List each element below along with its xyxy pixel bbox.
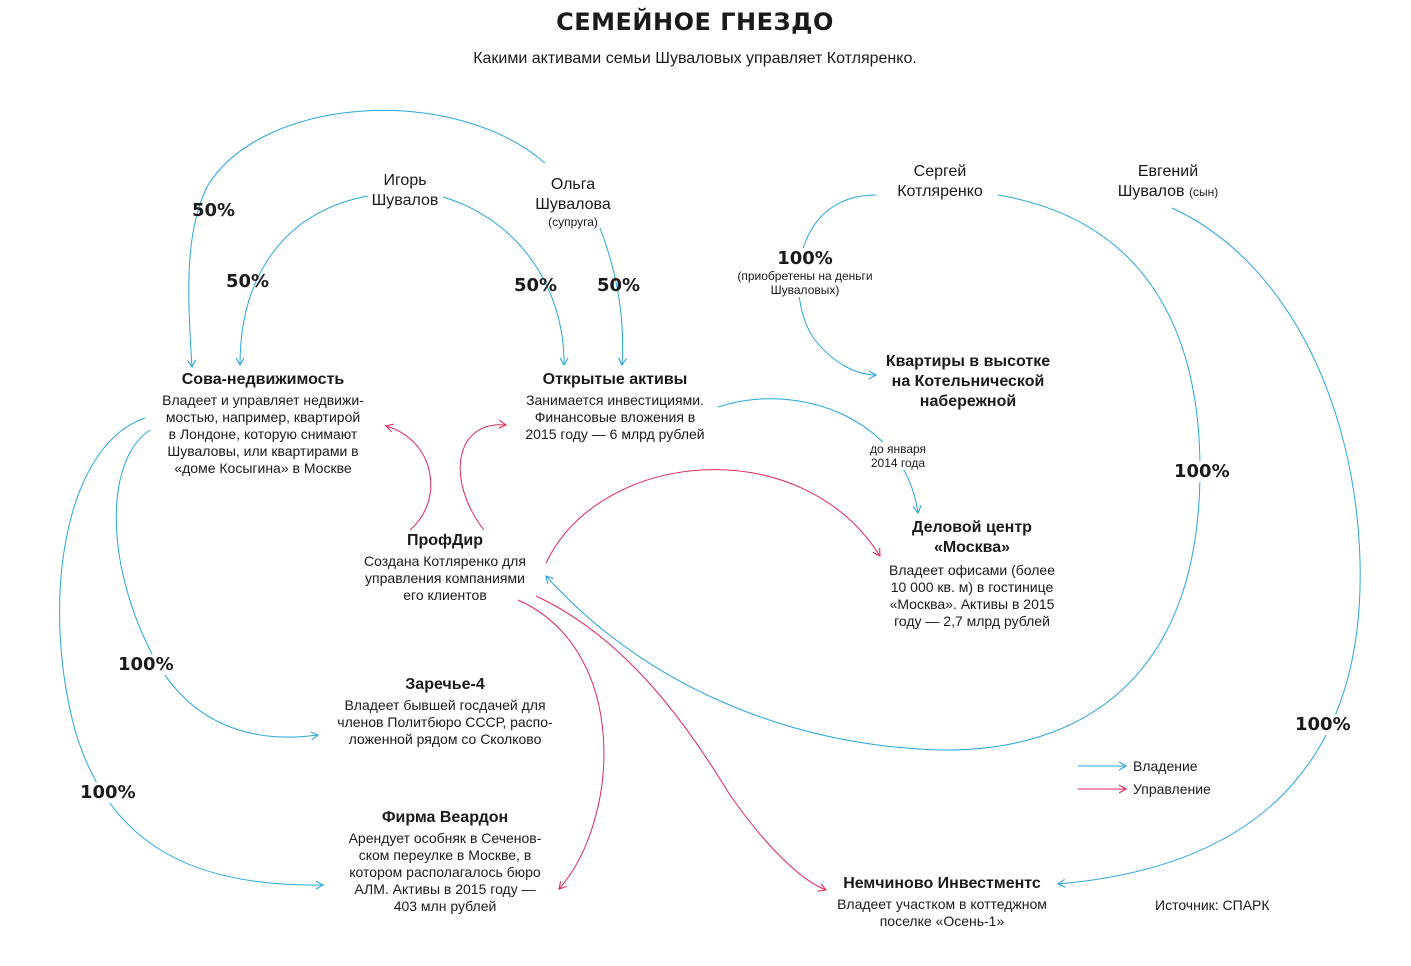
node-sova-title: Сова-недвижимость [181,371,345,388]
diagram-subtitle: Какими активами семьи Шуваловых управляе… [473,50,917,67]
pct-igor-sova: 50% [226,271,270,292]
node-zarechye-title: Заречье-4 [405,676,485,693]
edge-evgeny-nemchinovo [1056,207,1361,888]
legend-management-label: Управление [1133,781,1211,797]
node-veardon: Фирма Веардон Арендует особняк в Сеченов… [325,808,565,915]
node-open-desc: Занимается инвестициями. Финансовые влож… [525,392,705,442]
diagram-title: СЕМЕЙНОЕ ГНЕЗДО [556,8,834,36]
node-nemchinovo-title: Немчиново Инвестментс [843,875,1041,892]
pct-sova-zarechye: 100% [118,654,174,675]
edge-sergey-apts [797,194,878,380]
person-sergey: Сергей Котляренко [897,163,983,200]
open-moscow-note: до января 2014 года [858,442,938,470]
pct-sova-veardon: 100% [80,782,136,803]
pct-sergey-profdir: 100% [1174,461,1230,482]
person-evgeny-name-2: Шувалов [1117,183,1185,200]
edge-sova-zarechye [115,429,320,741]
node-profdir-desc: Создана Котляренко для управления компан… [364,553,526,603]
pct-igor-open: 50% [514,275,558,296]
node-moscow-desc: Владеет офисами (более 10 000 кв. м) в г… [888,562,1056,629]
node-nemchinovo-desc: Владеет участком в коттеджном поселке «О… [837,896,1047,929]
node-apts: Квартиры в высотке на Котельнической наб… [858,352,1078,412]
node-nemchinovo: Немчиново Инвестментс Владеет участком в… [812,874,1072,930]
apts-note: (приобретены на деньги Шуваловых) [737,269,873,297]
edge-sergey-profdir [545,194,1201,751]
pct-sergey-apts-block: 100% (приобретены на деньги Шуваловых) [730,248,880,297]
pct-olga-sova: 50% [192,200,236,221]
person-igor: Игорь Шувалов [371,172,439,209]
person-evgeny-name-1: Евгений [1137,163,1199,180]
node-profdir: ПрофДир Создана Котляренко для управлени… [340,531,550,604]
edge-profdir-moscow [545,469,881,564]
edge-sova-veardon [59,417,325,890]
node-sova: Сова-недвижимость Владеет и управляет не… [138,370,388,477]
node-moscow-title: Деловой центр «Москва» [912,519,1032,556]
pct-sergey-apts: 100% [777,248,833,269]
pct-olga-open: 50% [597,275,641,296]
edge-open-moscow [717,398,922,515]
edge-profdir-open [459,419,508,531]
source-note: Источник: СПАРК [1155,897,1270,913]
legend-ownership-label: Владение [1133,758,1198,774]
node-apts-title: Квартиры в высотке на Котельнической наб… [885,353,1051,410]
edge-igor-sova [235,195,369,367]
edge-profdir-veardon [517,599,605,890]
edge-olga-sova [187,110,546,369]
node-veardon-title: Фирма Веардон [381,809,509,826]
node-open: Открытые активы Занимается инвестициями.… [495,370,735,443]
node-zarechye: Заречье-4 Владеет бывшей госдачей для чл… [315,675,575,748]
person-evgeny: Евгений Шувалов (сын) [1098,162,1238,202]
edge-igor-open [442,196,569,367]
node-profdir-title: ПрофДир [406,532,484,549]
edge-olga-open [599,227,627,367]
edge-profdir-nemchinovo [535,595,828,892]
node-sova-desc: Владеет и управляет недвижи- мостью, нап… [162,392,364,476]
pct-evgeny-nemchinovo: 100% [1295,714,1351,735]
person-olga-note: (супруга) [548,215,598,229]
edge-profdir-sova [384,423,432,531]
node-open-title: Открытые активы [542,371,688,388]
node-moscow: Деловой центр «Москва» Владеет офисами (… [862,518,1082,630]
person-evgeny-note: (сын) [1189,185,1219,199]
node-zarechye-desc: Владеет бывшей госдачей для членов Полит… [337,697,553,747]
person-olga: Ольга Шувалова [535,176,611,213]
person-olga-block: Ольга Шувалова (супруга) [513,175,633,229]
node-veardon-desc: Арендует особняк в Сеченов- ском переулк… [348,830,542,914]
